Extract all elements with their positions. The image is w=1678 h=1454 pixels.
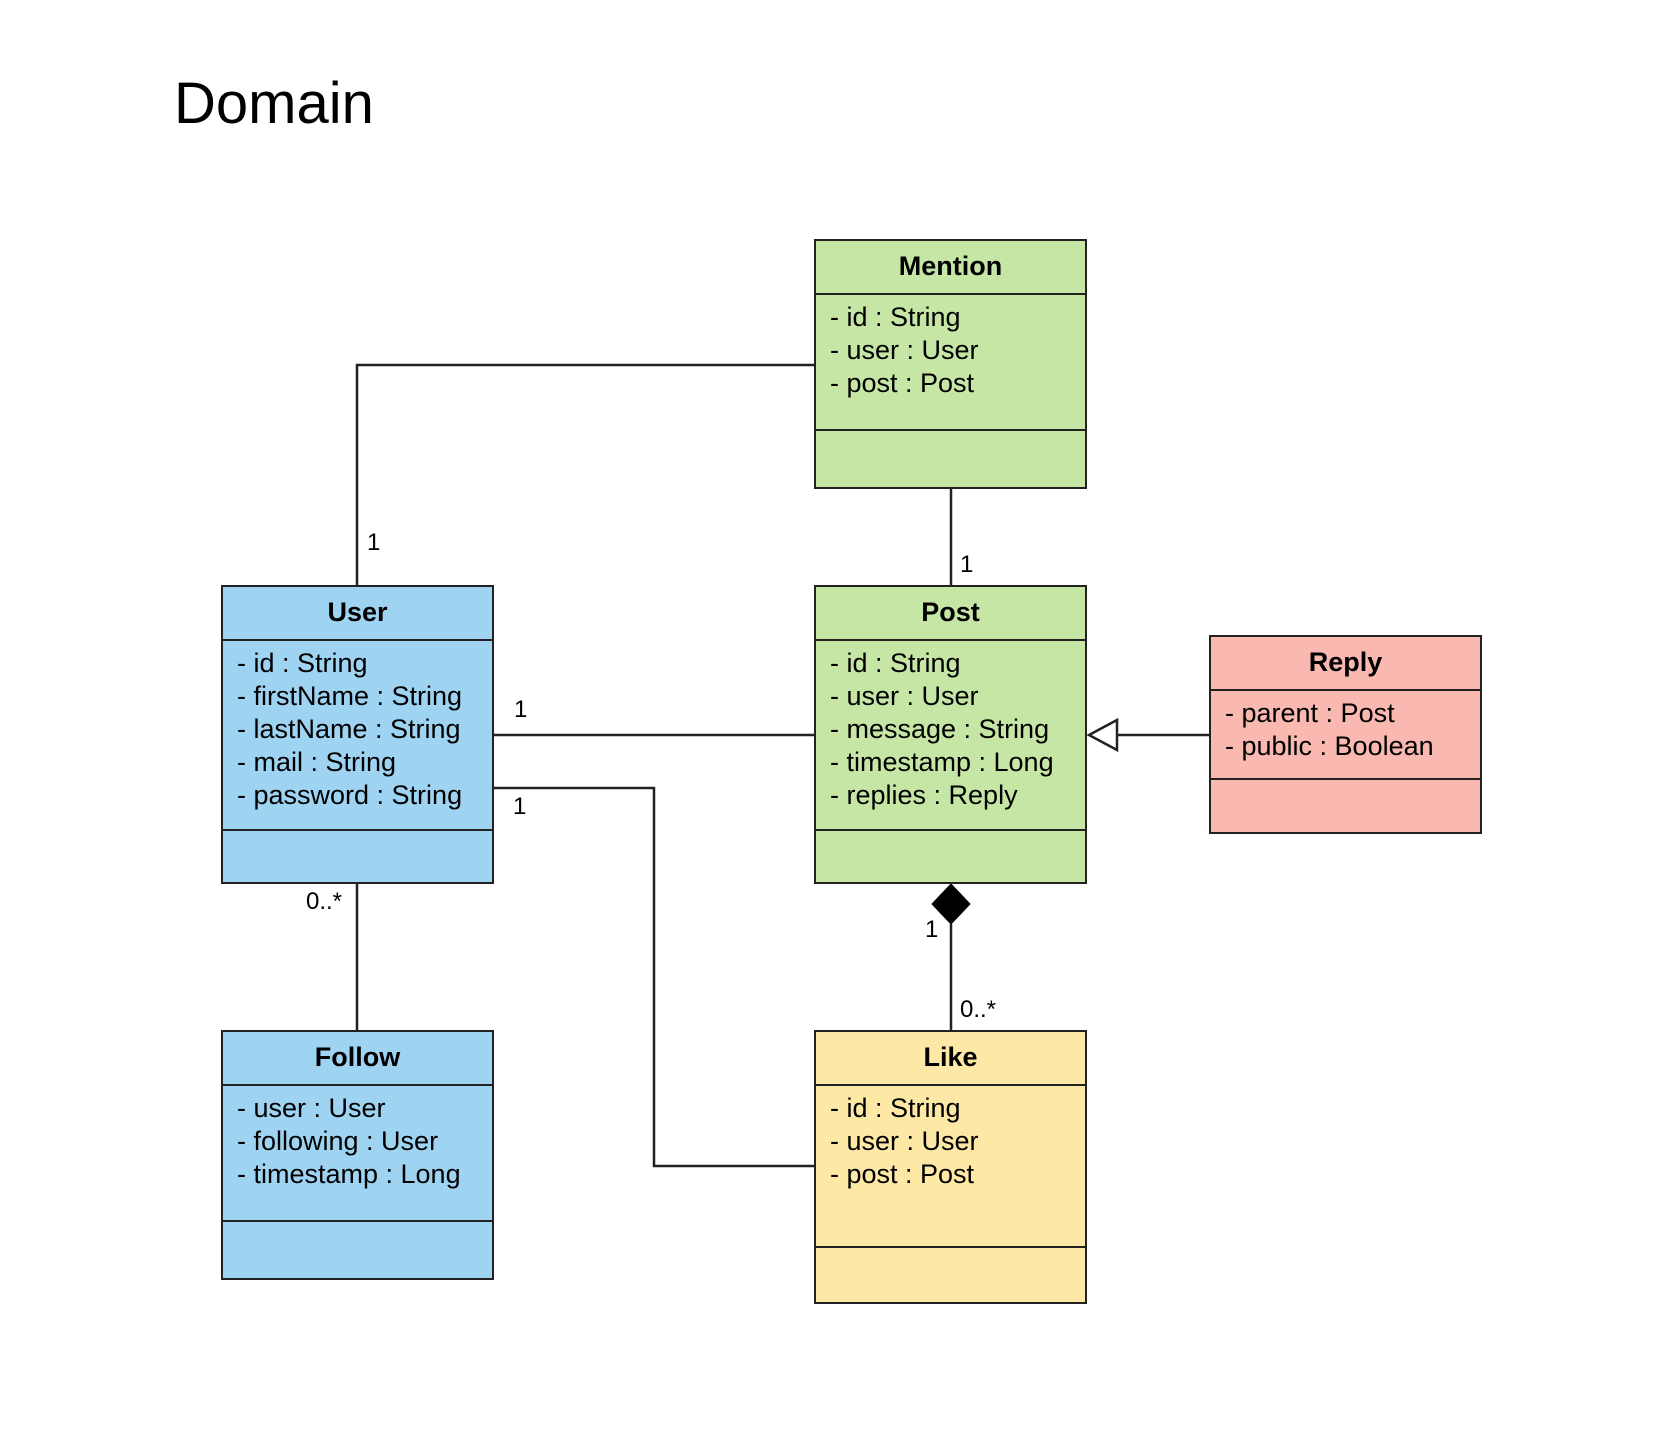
association-user-like xyxy=(494,786,814,1168)
attribute-list: - id : String - firstName : String - las… xyxy=(223,641,492,831)
operation-compartment xyxy=(816,431,1085,487)
attribute: - user : User xyxy=(237,1093,386,1123)
class-follow: Follow - user : User - following : User … xyxy=(221,1030,494,1280)
multiplicity-user-like: 1 xyxy=(513,793,527,820)
attribute-list: - id : String - user : User - post : Pos… xyxy=(816,295,1085,431)
multiplicity-mention-user: 1 xyxy=(367,529,381,556)
class-name: Follow xyxy=(223,1032,492,1086)
multiplicity-user-post: 1 xyxy=(514,696,528,723)
attribute: - id : String xyxy=(830,302,961,332)
operation-compartment xyxy=(223,1222,492,1278)
class-reply: Reply - parent : Post - public : Boolean xyxy=(1209,635,1482,834)
attribute: - post : Post xyxy=(830,368,975,398)
attribute: - public : Boolean xyxy=(1225,731,1434,761)
attribute: - post : Post xyxy=(830,1159,975,1189)
attribute: - timestamp : Long xyxy=(237,1159,461,1189)
attribute: - following : User xyxy=(237,1126,439,1156)
operation-compartment xyxy=(1211,780,1480,832)
attribute-list: - id : String - user : User - post : Pos… xyxy=(816,1086,1085,1248)
operation-compartment xyxy=(223,831,492,882)
attribute-list: - user : User - following : User - times… xyxy=(223,1086,492,1222)
page-title: Domain xyxy=(174,71,374,136)
attribute: - message : String xyxy=(830,714,1050,744)
operation-compartment xyxy=(816,1248,1085,1302)
attribute: - timestamp : Long xyxy=(830,747,1054,777)
class-like: Like - id : String - user : User - post … xyxy=(814,1030,1087,1304)
multiplicity-mention-post: 1 xyxy=(960,551,974,578)
association-user-mention xyxy=(355,363,816,585)
attribute-list: - parent : Post - public : Boolean xyxy=(1211,691,1480,780)
attribute: - password : String xyxy=(237,780,463,810)
multiplicity-user-follow: 0..* xyxy=(306,888,343,915)
attribute: - mail : String xyxy=(237,747,397,777)
attribute: - lastName : String xyxy=(237,714,461,744)
class-name: Like xyxy=(816,1032,1085,1086)
class-name: User xyxy=(223,587,492,641)
attribute: - id : String xyxy=(237,648,368,678)
attribute: - parent : Post xyxy=(1225,698,1395,728)
generalization-arrowhead xyxy=(1086,717,1119,753)
attribute: - id : String xyxy=(830,1093,961,1123)
class-mention: Mention - id : String - user : User - po… xyxy=(814,239,1087,489)
multiplicity-post-like-like: 0..* xyxy=(960,996,997,1023)
attribute: - id : String xyxy=(830,648,961,678)
operation-compartment xyxy=(816,831,1085,882)
class-user: User - id : String - firstName : String … xyxy=(221,585,494,884)
class-name: Reply xyxy=(1211,637,1480,691)
class-post: Post - id : String - user : User - messa… xyxy=(814,585,1087,884)
attribute: - user : User xyxy=(830,681,979,711)
attribute: - firstName : String xyxy=(237,681,463,711)
multiplicity-post-like-post: 1 xyxy=(925,916,939,943)
class-name: Mention xyxy=(816,241,1085,295)
attribute-list: - id : String - user : User - message : … xyxy=(816,641,1085,831)
attribute: - user : User xyxy=(830,335,979,365)
class-name: Post xyxy=(816,587,1085,641)
attribute: - user : User xyxy=(830,1126,979,1156)
composition-diamond xyxy=(931,883,971,925)
attribute: - replies : Reply xyxy=(830,780,1018,810)
